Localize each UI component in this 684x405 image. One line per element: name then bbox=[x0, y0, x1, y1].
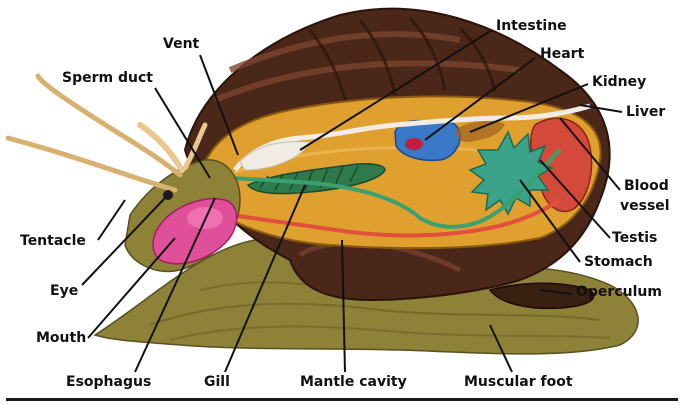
label-testis: Testis bbox=[612, 230, 657, 246]
label-eye: Eye bbox=[50, 283, 78, 299]
label-heart: Heart bbox=[540, 46, 584, 62]
leader-tentacle bbox=[98, 200, 125, 240]
label-blood-vessel-line2: vessel bbox=[620, 198, 670, 214]
heart-shape bbox=[395, 121, 460, 161]
label-mouth: Mouth bbox=[36, 330, 86, 346]
label-kidney: Kidney bbox=[592, 74, 646, 90]
tentacle-shape-upper bbox=[38, 76, 180, 175]
label-tentacle: Tentacle bbox=[20, 233, 86, 249]
label-stomach: Stomach bbox=[584, 254, 653, 270]
label-intestine: Intestine bbox=[496, 18, 567, 34]
label-sperm-duct: Sperm duct bbox=[62, 70, 153, 86]
label-blood-vessel-line1: Blood bbox=[624, 178, 669, 194]
label-vent: Vent bbox=[163, 36, 199, 52]
label-mantle-cavity: Mantle cavity bbox=[300, 374, 407, 390]
label-gill: Gill bbox=[204, 374, 230, 390]
label-esophagus: Esophagus bbox=[66, 374, 151, 390]
label-operculum: Operculum bbox=[576, 284, 662, 300]
label-liver: Liver bbox=[626, 104, 665, 120]
label-muscular-foot: Muscular foot bbox=[464, 374, 573, 390]
tentacle-shape-lower bbox=[8, 138, 175, 190]
bottom-rule bbox=[6, 398, 678, 401]
